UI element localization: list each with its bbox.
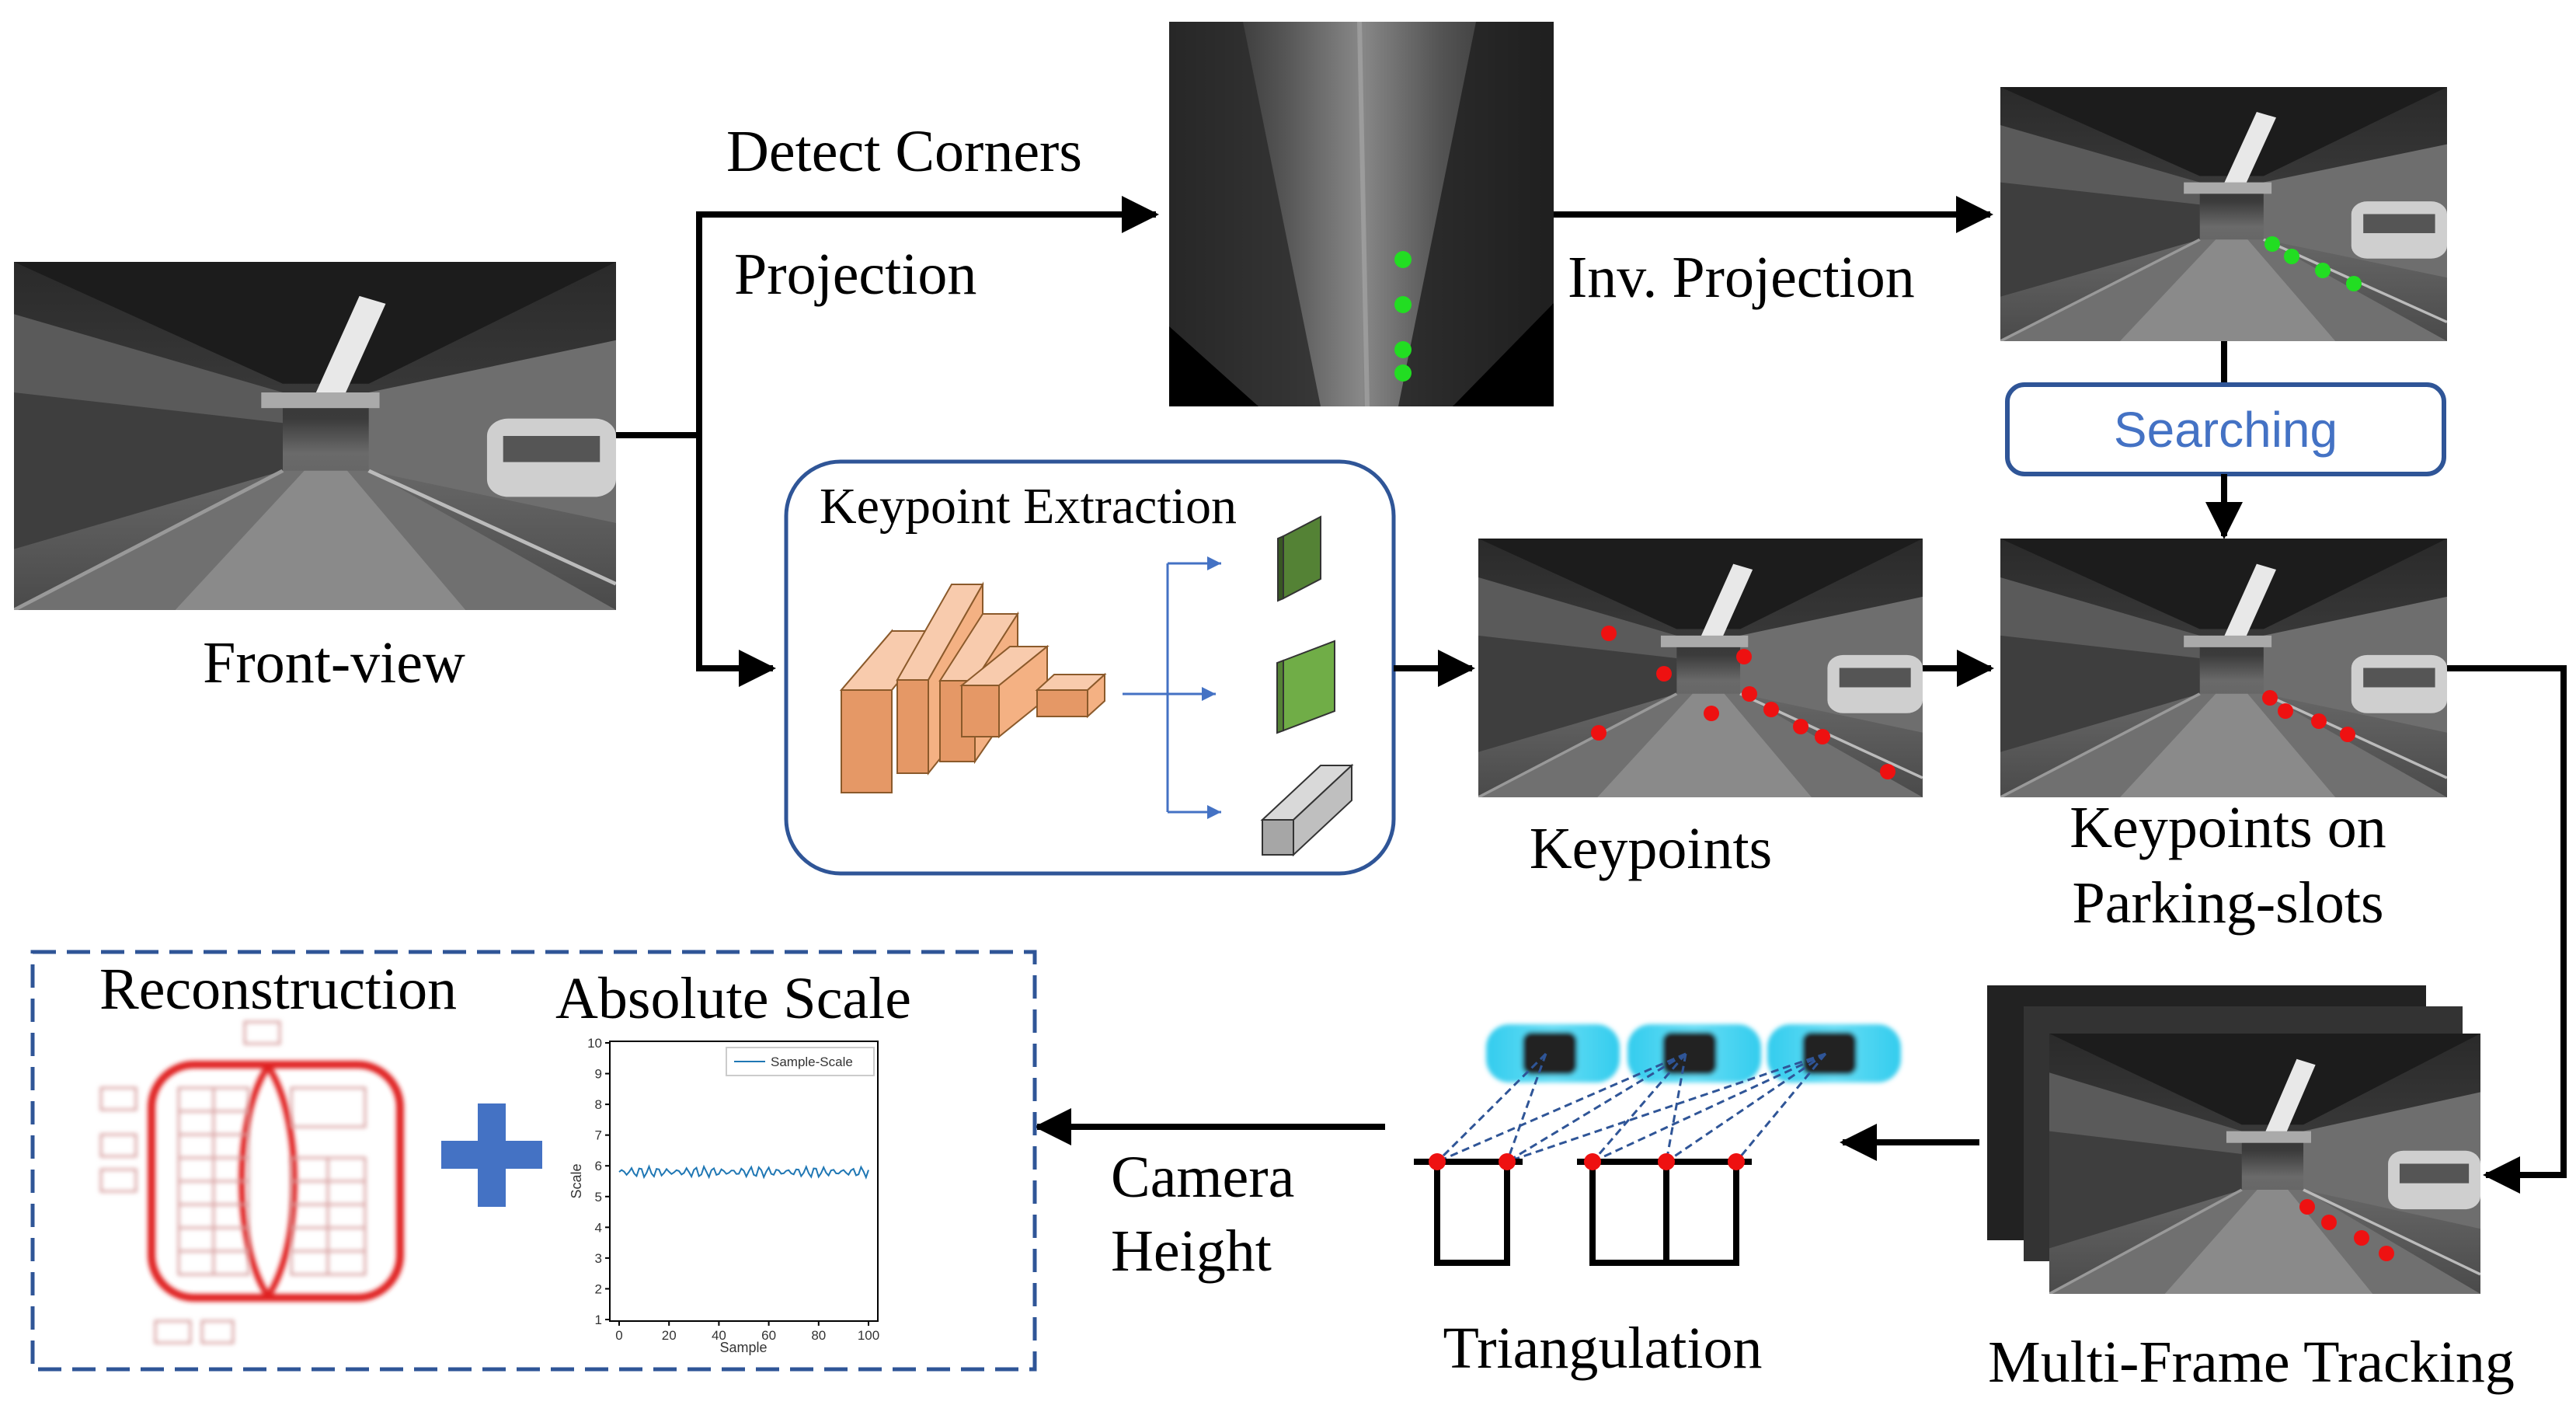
car-icons: [1486, 1024, 1901, 1083]
reconstruction-label: Reconstruction: [99, 957, 457, 1022]
to-tracking-connector: [2447, 665, 2567, 1194]
detect-corners-label: Detect Corners: [726, 119, 1082, 184]
searching-box: Searching: [2005, 382, 2446, 476]
front-view-label: Front-view: [203, 630, 465, 696]
feature-map-icons: [1260, 515, 1354, 857]
projected-corner-dots: [2264, 236, 2362, 291]
x-tick-label: 40: [712, 1328, 726, 1343]
keypoint-extraction-label: Keypoint Extraction: [820, 478, 1237, 535]
x-tick-label: 20: [662, 1328, 677, 1343]
result-box: Reconstruction Absolute Scale: [30, 950, 1037, 1372]
branch-arrows: [1123, 556, 1221, 819]
y-tick-label: 2: [595, 1281, 602, 1296]
x-tick-label: 80: [811, 1328, 826, 1343]
slot-corner-dots: [1429, 1153, 1745, 1170]
legend-label: Sample-Scale: [771, 1055, 853, 1069]
parking-slot-lines: [1414, 1159, 1752, 1266]
plot-ylabel: Scale: [569, 1163, 584, 1198]
x-tick-label: 100: [858, 1328, 879, 1343]
y-tick-label: 6: [595, 1159, 602, 1173]
corner-dots: [1394, 251, 1412, 382]
parking-keypoint-dots: [2262, 690, 2355, 742]
front-view-image: [14, 262, 616, 610]
projection-label: Projection: [734, 242, 976, 307]
keypoints-on-label-1: Keypoints on: [2070, 795, 2386, 860]
keypoints-image: [1478, 539, 1923, 797]
triangulation-label: Triangulation: [1443, 1316, 1763, 1381]
plot-xlabel: Sample: [719, 1340, 767, 1355]
x-tick-label: 60: [761, 1328, 776, 1343]
y-tick-label: 1: [595, 1313, 602, 1327]
absolute-scale-label: Absolute Scale: [555, 966, 911, 1031]
keypoint-extraction-box: Keypoint Extraction: [784, 459, 1396, 876]
network-icon: [839, 581, 1107, 794]
sight-lines: [1436, 1052, 1827, 1163]
searching-label: Searching: [2114, 402, 2338, 458]
inv-projection-label: Inv. Projection: [1568, 245, 1915, 310]
height-label: Height: [1111, 1218, 1272, 1284]
triangulation-diagram: [1414, 1024, 1901, 1266]
multi-frame-tracking-label: Multi-Frame Tracking: [1988, 1330, 2515, 1395]
y-tick-label: 10: [587, 1036, 602, 1051]
y-tick-label: 9: [595, 1067, 602, 1082]
multi-frame-stack: [1987, 985, 2480, 1294]
inv-projection-image: [2000, 87, 2447, 341]
y-tick-label: 8: [595, 1097, 602, 1112]
keypoints-on-label-2: Parking-slots: [2072, 870, 2383, 936]
keypoints-label: Keypoints: [1530, 816, 1772, 881]
y-tick-label: 5: [595, 1190, 602, 1205]
y-tick-label: 3: [595, 1251, 602, 1266]
tracked-keypoint-dots: [2299, 1199, 2394, 1261]
scale-series-line: [618, 1164, 869, 1180]
camera-label: Camera: [1111, 1145, 1294, 1210]
bev-image: [1169, 21, 1554, 407]
plot-legend: Sample-Scale: [726, 1047, 875, 1076]
reconstruction-map: [99, 1020, 404, 1344]
keypoint-dots: [1591, 626, 1895, 779]
x-tick-label: 0: [615, 1328, 622, 1343]
plus-icon: [441, 1103, 542, 1207]
parking-keypoints-image: [2000, 539, 2447, 797]
y-tick-label: 7: [595, 1128, 602, 1143]
front-view-connectors: [616, 196, 1159, 687]
y-tick-label: 4: [595, 1220, 602, 1235]
